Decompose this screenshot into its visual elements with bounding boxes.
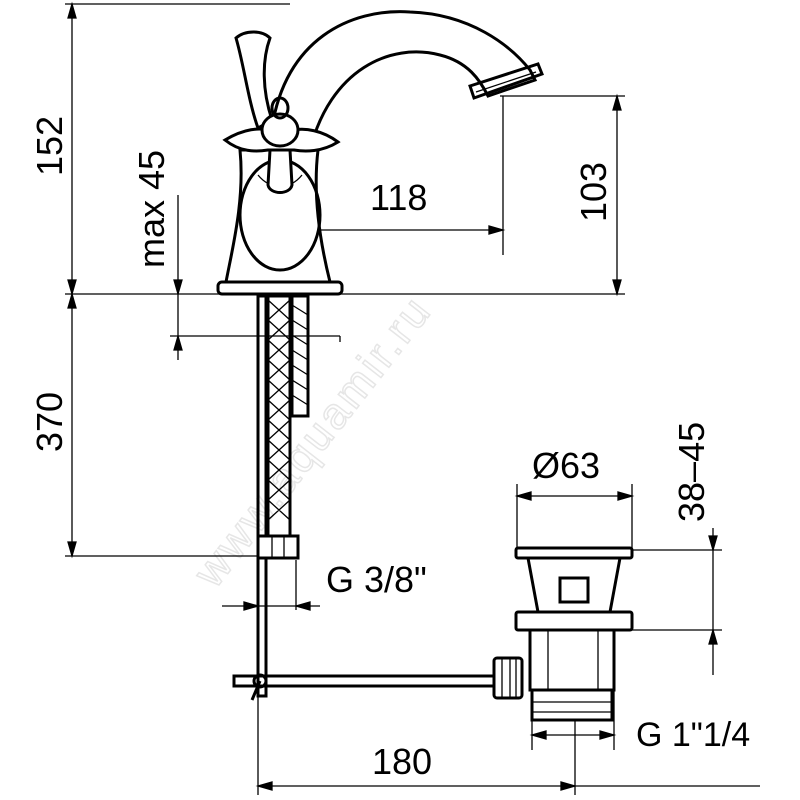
drain-range-label: 38–45 bbox=[671, 422, 712, 522]
rod-length-label: 180 bbox=[372, 741, 432, 782]
faucet bbox=[216, 10, 544, 296]
spout-reach-label: 118 bbox=[370, 177, 427, 218]
hose-length-label: 370 bbox=[29, 392, 70, 452]
drain-diameter-label: Ø63 bbox=[532, 445, 600, 486]
hoses bbox=[232, 294, 502, 701]
max-thickness-label: max 45 bbox=[131, 150, 172, 268]
hose-thread-label: G 3/8" bbox=[326, 559, 427, 600]
drain-thread-label: G 1"1/4 bbox=[636, 716, 750, 754]
total-height-label: 152 bbox=[29, 116, 70, 176]
drain-assembly bbox=[492, 546, 634, 722]
watermark: www.aquamir.ru bbox=[184, 286, 442, 597]
dimension-lines bbox=[65, 1, 760, 795]
spout-height-label: 103 bbox=[573, 162, 614, 222]
